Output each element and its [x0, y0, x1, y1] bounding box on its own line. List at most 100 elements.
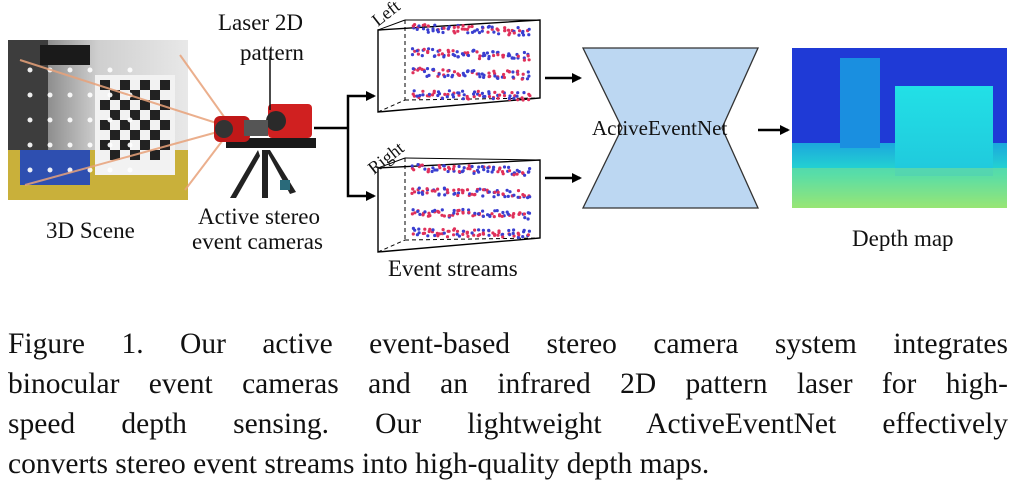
event-dot: [475, 28, 479, 32]
event-dot: [527, 211, 532, 215]
event-dot: [428, 227, 432, 231]
event-dot: [425, 67, 430, 71]
event-dot: [527, 229, 532, 233]
event-dot: [432, 54, 436, 59]
event-dot: [466, 69, 470, 73]
event-dot: [478, 187, 482, 191]
event-dot: [522, 50, 527, 55]
event-dot: [481, 231, 485, 235]
event-dot: [527, 33, 531, 37]
event-dot: [491, 50, 495, 54]
event-dot: [411, 208, 415, 212]
event-dot: [425, 191, 429, 195]
event-dot: [456, 29, 460, 33]
event-dot: [522, 194, 527, 198]
event-dot: [496, 170, 500, 174]
event-dot: [445, 188, 449, 192]
event-dot: [526, 233, 531, 237]
event-dot: [445, 235, 450, 239]
event-dot: [413, 228, 417, 232]
event-dot: [420, 191, 424, 195]
event-dot: [478, 233, 482, 237]
event-dot: [490, 212, 494, 216]
event-dot: [451, 49, 455, 53]
stream-to-net-arrows: [545, 73, 582, 183]
event-dot: [486, 213, 490, 217]
event-dot: [433, 23, 437, 27]
event-dot: [440, 52, 444, 56]
event-dot: [442, 55, 446, 59]
event-dot: [433, 233, 437, 238]
event-dot: [461, 97, 465, 101]
event-dot: [495, 76, 499, 80]
event-dot: [482, 73, 486, 77]
event-dot: [527, 27, 531, 31]
event-dot: [430, 189, 434, 193]
event-dot: [431, 67, 436, 71]
event-dot: [457, 208, 461, 212]
event-dot: [472, 69, 476, 73]
event-dot: [511, 231, 515, 235]
event-dot: [522, 91, 526, 95]
event-dot: [465, 188, 470, 192]
laser-label-line1: Laser 2D: [218, 10, 303, 35]
event-dot: [426, 234, 430, 238]
event-dot: [426, 170, 430, 174]
event-dot: [507, 169, 512, 173]
event-dot: [443, 75, 447, 79]
event-dot: [421, 231, 425, 236]
event-dot: [525, 77, 530, 81]
event-dot: [457, 73, 462, 77]
event-dot: [472, 233, 476, 237]
event-dot: [447, 214, 451, 218]
event-dot: [435, 231, 439, 235]
event-dot: [426, 24, 430, 28]
event-dot: [415, 94, 419, 98]
event-dot: [421, 27, 426, 31]
event-dot: [427, 167, 431, 171]
event-dot: [478, 54, 482, 58]
event-dot: [452, 208, 456, 213]
event-dot: [507, 228, 511, 233]
event-dot: [431, 47, 435, 52]
event-dot: [527, 98, 531, 102]
event-dot: [470, 164, 474, 169]
event-dot: [431, 228, 435, 232]
event-dot: [466, 53, 471, 58]
event-dot: [467, 25, 471, 29]
event-dot: [493, 233, 497, 237]
event-dot: [461, 169, 465, 173]
event-dot: [501, 90, 505, 94]
event-dot: [457, 91, 461, 95]
event-dot: [417, 24, 421, 28]
event-dot: [447, 25, 451, 29]
event-dot: [508, 233, 512, 237]
event-dot: [512, 193, 516, 197]
event-dot: [477, 228, 481, 232]
event-dot: [462, 93, 466, 97]
event-dot: [446, 229, 450, 233]
event-stream-right: [377, 157, 541, 253]
event-dot: [423, 210, 427, 214]
event-dot: [521, 29, 525, 34]
event-dot: [496, 50, 500, 54]
event-dot: [438, 48, 442, 52]
event-dot: [516, 69, 520, 73]
event-dot: [410, 53, 415, 57]
event-dot: [452, 164, 456, 168]
event-dot: [492, 195, 496, 199]
event-dot: [503, 28, 507, 32]
event-dot: [480, 25, 485, 29]
event-dot: [476, 89, 480, 93]
event-dot: [496, 53, 500, 57]
event-dot: [422, 47, 426, 52]
event-dot: [485, 51, 489, 55]
event-dot: [512, 173, 516, 177]
event-dot: [511, 228, 516, 232]
camera-arrows: [314, 91, 376, 201]
event-dot: [443, 193, 447, 197]
event-dot: [493, 74, 497, 78]
event-dot: [523, 216, 527, 220]
event-dot: [461, 24, 465, 28]
event-dot: [435, 168, 439, 172]
